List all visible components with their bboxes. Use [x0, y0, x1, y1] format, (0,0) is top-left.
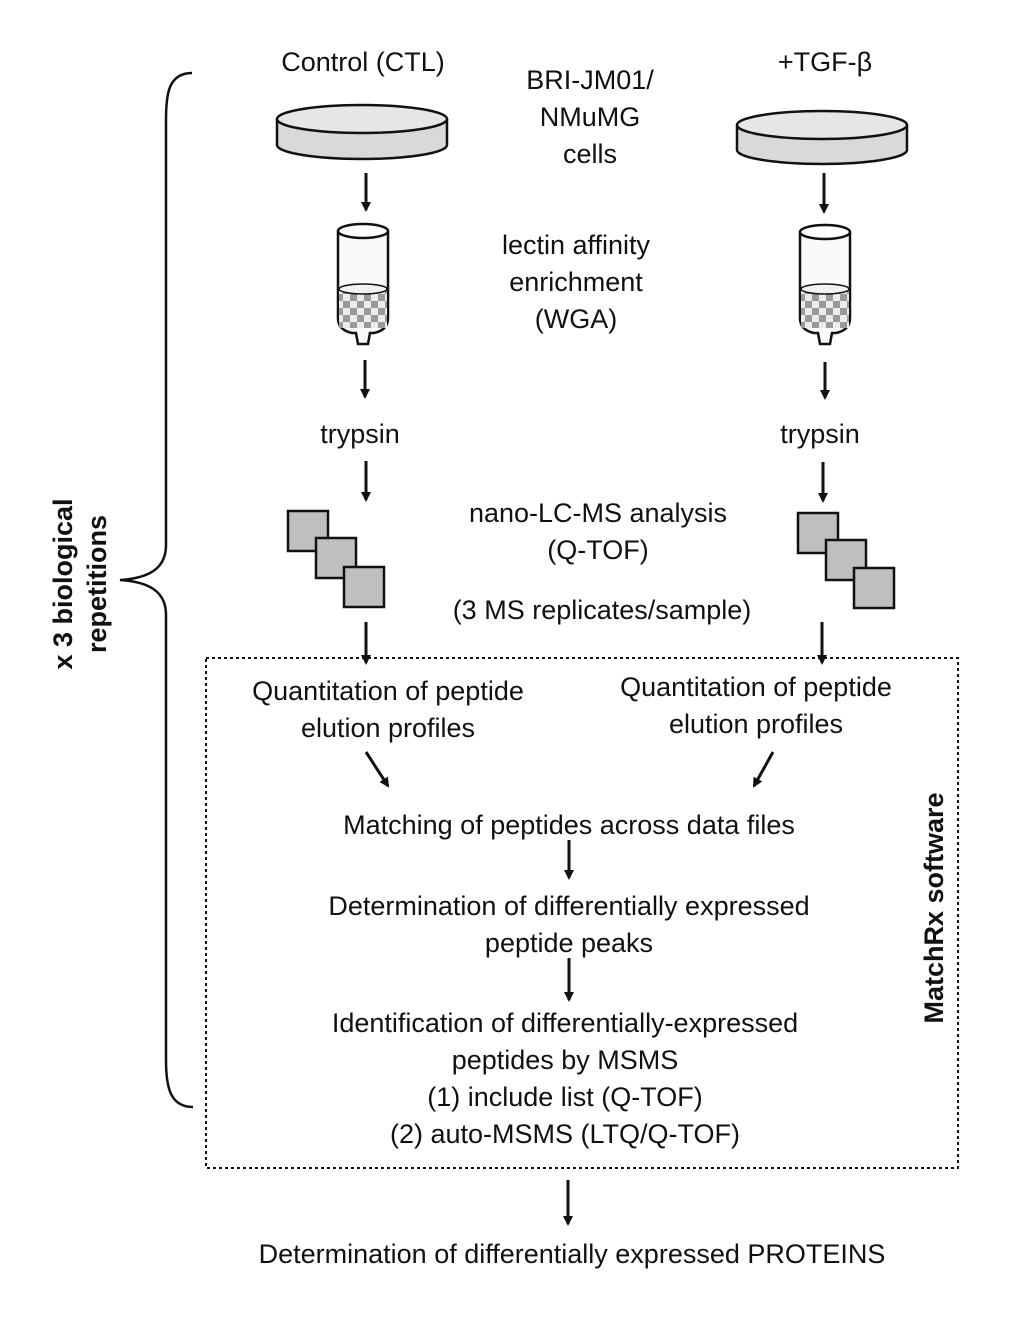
matching-label: Matching of peptides across data files	[343, 810, 795, 840]
identification-label: Identification of differentially-express…	[331, 1008, 799, 1149]
cell-line-label: BRI-JM01/ NMuMG cells	[526, 65, 654, 169]
quantitation-label-left: Quantitation of peptide elution profiles	[252, 676, 524, 743]
petri-dish-control-icon	[275, 103, 449, 161]
matchrx-software-label: MatchRx software	[919, 792, 949, 1024]
lectin-column-control-icon	[336, 222, 390, 346]
lectin-column-tgf-icon	[798, 223, 852, 346]
tgf-beta-label: +TGF-β	[777, 47, 873, 77]
biological-repetitions-label: x 3 biological repetitions	[48, 498, 112, 670]
trypsin-label-right: trypsin	[780, 419, 860, 449]
determination-label: Determination of differentially expresse…	[328, 891, 810, 958]
ms-replicates-tgf-icon	[796, 511, 896, 610]
arrow-quant-to-matching-right	[752, 751, 775, 788]
trypsin-label-left: trypsin	[320, 419, 400, 449]
ms-replicates-label: (3 MS replicates/sample)	[452, 595, 752, 625]
control-label: Control (CTL)	[281, 47, 445, 77]
ms-replicates-control-icon	[286, 509, 386, 609]
repetitions-brace	[119, 71, 194, 1109]
arrow-quant-to-matching-left	[364, 751, 390, 788]
petri-dish-tgf-icon	[735, 109, 909, 166]
nano-lcms-label: nano-LC-MS analysis (Q-TOF)	[468, 498, 728, 565]
matchrx-software-box	[205, 657, 959, 1169]
quantitation-label-right: Quantitation of peptide elution profiles	[620, 672, 892, 739]
final-proteins-label: Determination of differentially expresse…	[258, 1239, 886, 1269]
lectin-enrichment-label: lectin affinity enrichment (WGA)	[501, 230, 651, 334]
